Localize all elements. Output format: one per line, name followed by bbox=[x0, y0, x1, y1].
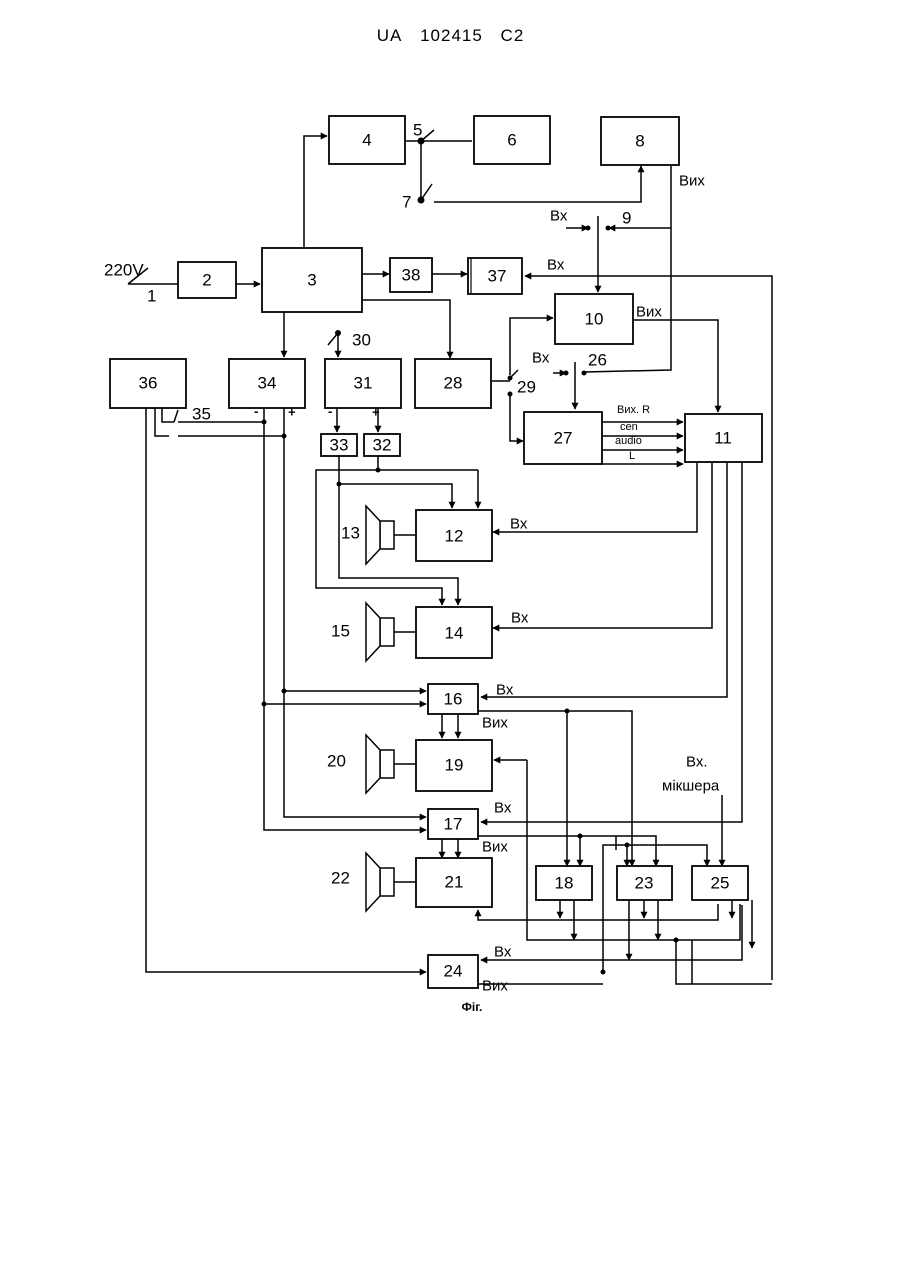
block-label-27: 27 bbox=[554, 429, 573, 448]
label-vkh-37: Вх bbox=[547, 257, 565, 274]
speaker-22 bbox=[366, 853, 416, 911]
label-220v: 220V bbox=[104, 261, 144, 280]
label-31-minus: - bbox=[328, 404, 332, 419]
label-cen: cen bbox=[620, 421, 638, 433]
label-vkh-12: Вх bbox=[510, 516, 528, 533]
block-label-6: 6 bbox=[507, 131, 516, 150]
label-vkh-17: Вх bbox=[494, 800, 512, 817]
block-label-4: 4 bbox=[362, 131, 371, 150]
speaker-15 bbox=[366, 603, 416, 661]
ref-20: 20 bbox=[327, 752, 346, 771]
ref-1: 1 bbox=[147, 287, 156, 306]
switch-7 bbox=[421, 184, 432, 200]
label-vykh-17: Вих bbox=[482, 839, 508, 856]
block-label-17: 17 bbox=[444, 815, 463, 834]
ref-22: 22 bbox=[331, 869, 350, 888]
block-label-32: 32 bbox=[373, 436, 392, 455]
label-vkh-14: Вх bbox=[511, 610, 529, 627]
speaker-20 bbox=[366, 735, 416, 793]
audio-channel-labels: Вих. R cen audio L bbox=[615, 404, 650, 462]
ref-29: 29 bbox=[517, 378, 536, 397]
blocks bbox=[110, 116, 762, 988]
label-vykh-16: Вих bbox=[482, 715, 508, 732]
label-vkh-16: Вх bbox=[496, 682, 514, 699]
block-label-18: 18 bbox=[555, 874, 574, 893]
block-label-28: 28 bbox=[444, 374, 463, 393]
label-vykh-24: Вих bbox=[482, 978, 508, 995]
label-34-plus: + bbox=[288, 405, 296, 420]
block-label-2: 2 bbox=[202, 271, 211, 290]
switch-30 bbox=[328, 333, 338, 345]
label-mixer-in-2: мікшера bbox=[662, 778, 720, 795]
block-label-21: 21 bbox=[445, 873, 464, 892]
block-label-23: 23 bbox=[635, 874, 654, 893]
block-label-14: 14 bbox=[445, 624, 464, 643]
ref-5: 5 bbox=[413, 121, 422, 140]
ref-26: 26 bbox=[588, 351, 607, 370]
block-label-19: 19 bbox=[445, 756, 464, 775]
block-label-3: 3 bbox=[307, 271, 316, 290]
label-vkh-26: Вх bbox=[532, 350, 550, 367]
block-label-34: 34 bbox=[258, 374, 277, 393]
block-label-10: 10 bbox=[585, 310, 604, 329]
figure-caption: Фіг. bbox=[462, 1000, 483, 1014]
label-vkh-24: Вх bbox=[494, 944, 512, 961]
ref-35: 35 bbox=[192, 405, 211, 424]
label-31-plus: + bbox=[372, 405, 380, 420]
ref-15: 15 bbox=[331, 622, 350, 641]
ref-7: 7 bbox=[402, 193, 411, 212]
switch-5 bbox=[421, 130, 434, 141]
block-label-16: 16 bbox=[444, 690, 463, 709]
block-label-12: 12 bbox=[445, 527, 464, 546]
block-label-8: 8 bbox=[635, 132, 644, 151]
switch-35 bbox=[174, 410, 178, 422]
block-label-37: 37 bbox=[488, 267, 507, 286]
block-label-11: 11 bbox=[714, 429, 732, 448]
block-label-38: 38 bbox=[402, 266, 421, 285]
ref-9: 9 bbox=[622, 209, 631, 228]
ref-13: 13 bbox=[341, 524, 360, 543]
label-vkh-9: Вх bbox=[550, 208, 568, 225]
label-mixer-in-1: Вх. bbox=[686, 754, 708, 771]
speakers bbox=[366, 506, 416, 911]
label-l: L bbox=[629, 450, 635, 462]
label-34-minus: - bbox=[254, 404, 258, 419]
label-vykh-8: Вих bbox=[679, 173, 705, 190]
block-label-36: 36 bbox=[139, 374, 158, 393]
label-vykh-r: Вих. R bbox=[617, 404, 650, 416]
speaker-13 bbox=[366, 506, 416, 564]
label-vykh-10: Вих bbox=[636, 304, 662, 321]
ref-30: 30 bbox=[352, 331, 371, 350]
block-label-25: 25 bbox=[711, 874, 730, 893]
block-label-24: 24 bbox=[444, 962, 463, 981]
block-label-33: 33 bbox=[330, 436, 349, 455]
label-audio: audio bbox=[615, 435, 642, 447]
block-label-31: 31 bbox=[354, 374, 373, 393]
